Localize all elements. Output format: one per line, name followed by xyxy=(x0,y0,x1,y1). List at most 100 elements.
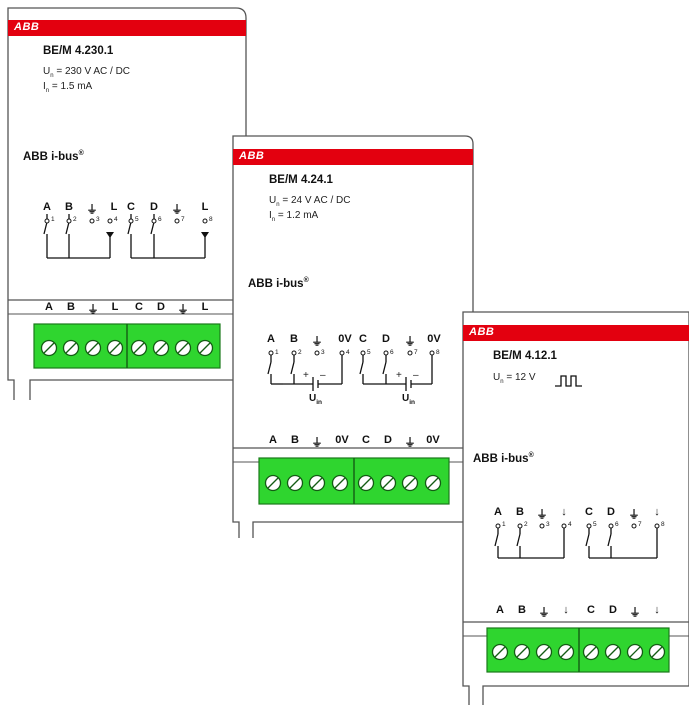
schematic-terminal-label: C xyxy=(127,201,135,213)
pin-number: 2 xyxy=(524,521,528,528)
supply-plus: + xyxy=(396,370,402,381)
schematic-terminal-label: L xyxy=(201,201,209,213)
terminal-label: ⏚ xyxy=(404,437,416,449)
schematic-terminal-label: C xyxy=(359,333,367,345)
terminal-label: C xyxy=(587,604,595,616)
pin-number: 6 xyxy=(158,216,162,223)
pin-number: 6 xyxy=(615,521,619,528)
terminal-label: A xyxy=(45,301,53,313)
schematic-terminal-label: D xyxy=(382,333,390,345)
pin-number: 8 xyxy=(436,349,440,356)
pin-number: 3 xyxy=(321,349,325,356)
terminal-label: L xyxy=(111,301,119,313)
terminal-label: C xyxy=(135,301,143,313)
schematic-terminal-label: B xyxy=(290,333,298,345)
pin-number: 2 xyxy=(298,349,302,356)
schematic-terminal-label: A xyxy=(267,333,275,345)
schematic-terminal-label: A xyxy=(494,506,502,518)
schematic-terminal-label: D xyxy=(607,506,615,518)
abb-i-bus-brand: ABB i-bus® xyxy=(248,277,309,290)
pin-number: 5 xyxy=(593,521,597,528)
schematic-terminal-label: ↓ xyxy=(654,506,660,518)
terminal-label: B xyxy=(67,301,75,313)
pin-number: 7 xyxy=(638,521,642,528)
pin-number: 3 xyxy=(546,521,550,528)
pin-number: 1 xyxy=(502,521,506,528)
terminal-label: ⏚ xyxy=(87,304,99,316)
schematic-terminal-label: L xyxy=(110,201,118,213)
rated-voltage: Un = 230 V AC / DC xyxy=(43,66,131,79)
pin-number: 4 xyxy=(114,216,118,223)
model-number: BE/M 4.12.1 xyxy=(493,350,557,362)
module-bem-4-230-1: ABB BE/M 4.230.1 Un = 230 V AC / DC In =… xyxy=(0,0,247,410)
terminal-label: ⏚ xyxy=(538,607,550,619)
abb-logo: ABB xyxy=(469,326,495,338)
terminal-label: A xyxy=(269,434,277,446)
pulse-symbol xyxy=(555,375,582,387)
schematic-terminal-label: C xyxy=(585,506,593,518)
schematic-terminal-label: ⏚ xyxy=(404,336,416,348)
terminal-label: A xyxy=(496,604,504,616)
pin-number: 4 xyxy=(346,349,350,356)
model-number: BE/M 4.230.1 xyxy=(43,45,114,57)
module-1-housing xyxy=(7,7,247,400)
wiring-schematic xyxy=(267,352,433,391)
model-number: BE/M 4.24.1 xyxy=(269,174,333,186)
schematic-terminal-label: ⏚ xyxy=(171,204,183,216)
abb-red-header-bar xyxy=(463,325,689,341)
schematic-terminal-label: D xyxy=(150,201,158,213)
terminal-label: L xyxy=(201,301,209,313)
supply-voltage-label: Uin xyxy=(309,393,323,406)
rated-voltage: Un = 24 V AC / DC xyxy=(269,195,351,208)
supply-minus: – xyxy=(320,370,326,381)
schematic-terminal-label: ⏚ xyxy=(86,204,98,216)
abb-logo: ABB xyxy=(239,150,265,162)
abb-i-bus-brand: ABB i-bus® xyxy=(23,150,84,163)
schematic-terminal-label: 0V xyxy=(338,333,352,345)
schematic-terminal-label: ↓ xyxy=(561,506,567,518)
pin-number: 7 xyxy=(181,216,185,223)
pin-number: 5 xyxy=(367,349,371,356)
supply-plus: + xyxy=(303,370,309,381)
terminal-label: ↓ xyxy=(654,604,660,616)
abb-red-header-bar xyxy=(8,20,246,36)
terminal-label: 0V xyxy=(426,434,440,446)
terminal-label: B xyxy=(518,604,526,616)
terminal-label: 0V xyxy=(335,434,349,446)
pin-number: 3 xyxy=(96,216,100,223)
pin-number: 2 xyxy=(73,216,77,223)
terminal-label: ⏚ xyxy=(629,607,641,619)
module-bem-4-24-1: ABB BE/M 4.24.1 Un = 24 V AC / DC In = 1… xyxy=(225,130,475,550)
schematic-terminal-label: A xyxy=(43,201,51,213)
rated-voltage: Un = 12 V xyxy=(493,372,536,385)
terminal-label: ↓ xyxy=(563,604,569,616)
schematic-terminal-label: ⏚ xyxy=(536,509,548,521)
terminal-label: D xyxy=(609,604,617,616)
pin-number: 4 xyxy=(568,521,572,528)
pin-number: 8 xyxy=(209,216,213,223)
rated-current: In = 1.2 mA xyxy=(269,210,319,223)
module-2-housing xyxy=(232,135,474,538)
terminal-label: D xyxy=(384,434,392,446)
module-3-housing xyxy=(462,311,689,705)
abb-logo: ABB xyxy=(14,21,40,33)
abb-i-bus-brand: ABB i-bus® xyxy=(473,452,534,465)
pin-number: 7 xyxy=(414,349,418,356)
schematic-terminal-label: ⏚ xyxy=(628,509,640,521)
pin-number: 8 xyxy=(661,521,665,528)
schematic-terminal-label: B xyxy=(516,506,524,518)
terminal-label: ⏚ xyxy=(177,304,189,316)
pin-number: 1 xyxy=(51,216,55,223)
schematic-terminal-label: ⏚ xyxy=(311,336,323,348)
module-bem-4-12-1: ABB BE/M 4.12.1 Un = 12 V ABB i-bus® A B… xyxy=(455,306,689,705)
terminal-label: B xyxy=(291,434,299,446)
abb-red-header-bar xyxy=(233,149,473,165)
schematic-terminal-label: 0V xyxy=(427,333,441,345)
terminal-label: C xyxy=(362,434,370,446)
pin-number: 6 xyxy=(390,349,394,356)
supply-minus: – xyxy=(413,370,419,381)
schematic-terminal-label: B xyxy=(65,201,73,213)
terminal-label: ⏚ xyxy=(311,437,323,449)
pin-number: 5 xyxy=(135,216,139,223)
terminal-label: D xyxy=(157,301,165,313)
